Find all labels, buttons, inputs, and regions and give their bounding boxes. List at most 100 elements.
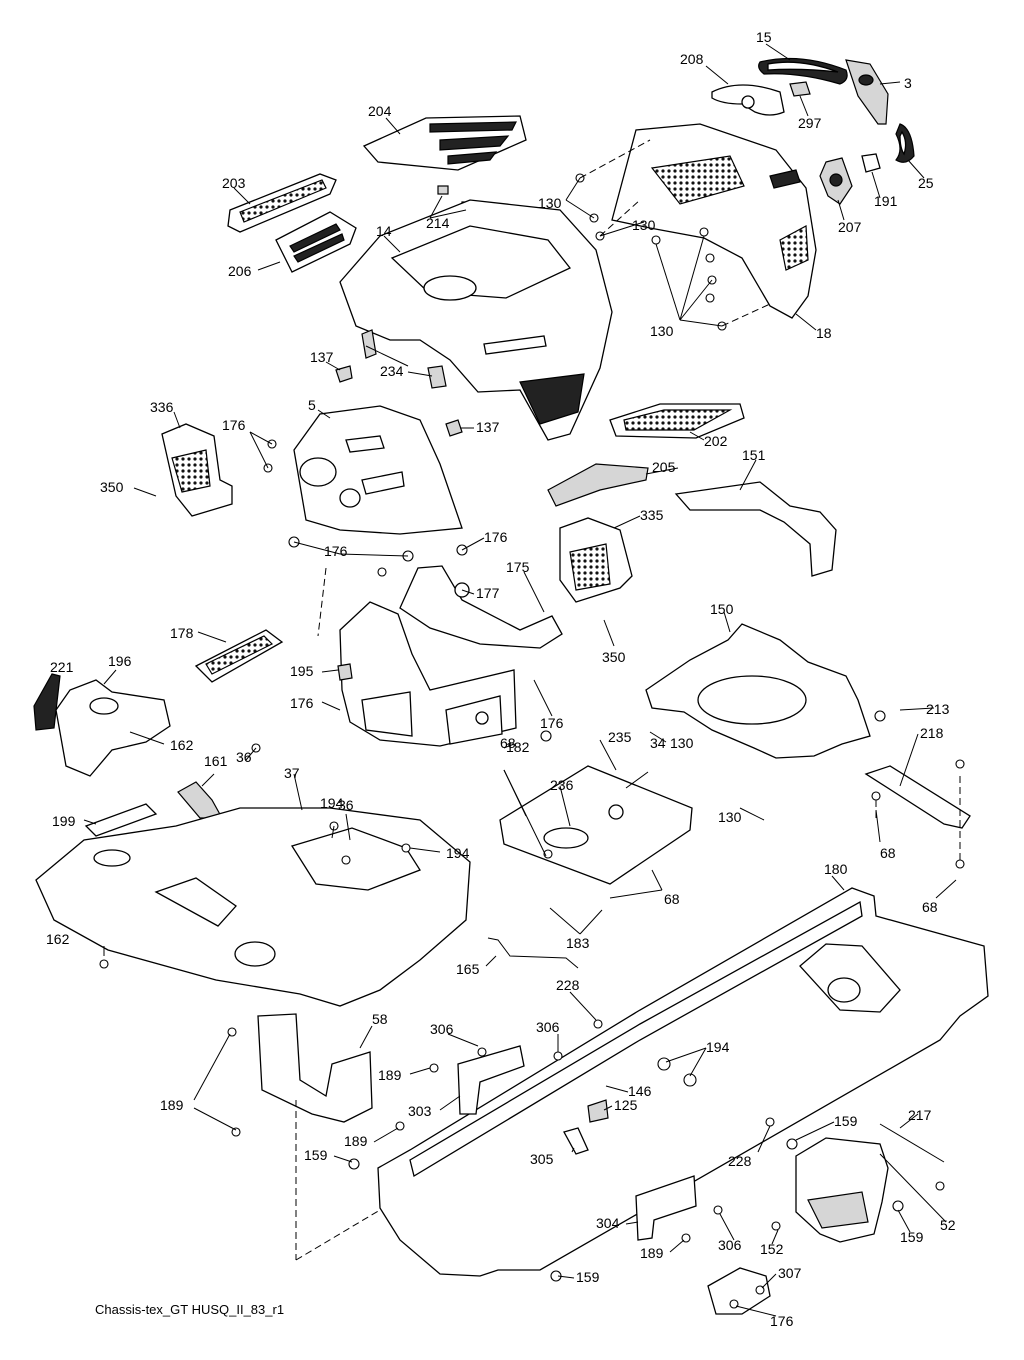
part-15-lens-inner — [767, 61, 839, 73]
callout: 159 — [834, 1113, 858, 1129]
part-204-stripe-2 — [439, 135, 510, 151]
callout: 336 — [150, 399, 174, 415]
callout: 182 — [506, 739, 530, 755]
part-178-mesh — [205, 635, 274, 675]
callout: 217 — [908, 1107, 932, 1123]
part-304-plate — [635, 1175, 697, 1241]
part-205-trim — [547, 463, 649, 507]
part-175-bracket — [399, 565, 563, 649]
callout: 214 — [426, 215, 450, 231]
callout: 130 — [650, 323, 674, 339]
part-307-cover — [707, 1267, 771, 1315]
callout: 36 — [236, 749, 252, 765]
part-191-socket — [861, 153, 881, 173]
callout: 207 — [838, 219, 862, 235]
part-180-crossmember — [799, 943, 901, 1013]
part-165-rod — [487, 937, 579, 969]
callout: 303 — [408, 1103, 432, 1119]
part-234-seal-a — [361, 329, 377, 359]
callout: 191 — [874, 193, 898, 209]
part-3-lens — [858, 74, 874, 86]
callout: 52 — [940, 1217, 956, 1233]
callout: 130 — [670, 735, 694, 751]
part-34-hole — [543, 827, 589, 849]
callout: 208 — [680, 51, 704, 67]
callout: 178 — [170, 625, 194, 641]
part-303-plate — [457, 1045, 525, 1115]
callout: 350 — [602, 649, 626, 665]
callout: 228 — [556, 977, 580, 993]
part-161-cover — [177, 781, 224, 819]
callout: 176 — [770, 1313, 794, 1329]
callout: 176 — [222, 417, 246, 433]
callout: 130 — [718, 809, 742, 825]
part-14-front-vent — [519, 373, 585, 425]
callout: 297 — [798, 115, 822, 131]
part-5-slot-a — [345, 435, 385, 453]
callout: 152 — [760, 1241, 784, 1257]
callout: 130 — [632, 217, 656, 233]
callout: 36 — [338, 797, 354, 813]
part-203-mesh — [239, 179, 327, 223]
part-234-seal-b — [427, 365, 447, 389]
callout: 68 — [500, 735, 516, 751]
part-25-cover-inner — [899, 130, 907, 156]
callout: 189 — [160, 1097, 184, 1113]
callout: 150 — [710, 601, 734, 617]
callout: 162 — [170, 737, 194, 753]
callout: 305 — [530, 1151, 554, 1167]
callout: 183 — [566, 935, 590, 951]
callout: 235 — [608, 729, 632, 745]
callout: 304 — [596, 1215, 620, 1231]
part-199-trim — [84, 803, 158, 837]
callout: 189 — [378, 1067, 402, 1083]
callout: 218 — [920, 725, 944, 741]
part-58-bracket — [257, 1013, 373, 1123]
part-214-clip-a — [437, 185, 449, 195]
callout: 176 — [484, 529, 508, 545]
part-297-clip — [789, 81, 811, 97]
part-52-recess — [807, 1191, 869, 1229]
part-37-hole-b — [93, 849, 131, 867]
part-14-slot — [483, 335, 547, 355]
part-182-knob — [475, 711, 489, 725]
callout: 37 — [284, 765, 300, 781]
callout: 176 — [290, 695, 314, 711]
callout: 161 — [204, 753, 228, 769]
callout: 213 — [926, 701, 950, 717]
callout: 205 — [652, 459, 676, 475]
callout: 165 — [456, 961, 480, 977]
callout: 68 — [880, 845, 896, 861]
callout: 137 — [310, 349, 334, 365]
callout: 3 — [904, 75, 912, 91]
callout: 194 — [446, 845, 470, 861]
callout: 25 — [918, 175, 934, 191]
callout: 68 — [664, 891, 680, 907]
part-182-panel — [445, 695, 503, 745]
callout: 350 — [100, 479, 124, 495]
part-180-rail — [409, 900, 863, 1178]
callout: 306 — [430, 1021, 454, 1037]
callout: 194 — [706, 1039, 730, 1055]
part-34-bushing — [608, 804, 624, 820]
part-196-cover — [55, 679, 171, 777]
part-137-clip-b — [445, 419, 463, 437]
callout: 180 — [824, 861, 848, 877]
callout: 199 — [52, 813, 76, 829]
callout: 204 — [368, 103, 392, 119]
part-37-fender — [35, 807, 471, 1007]
callout: 307 — [778, 1265, 802, 1281]
callout: 306 — [536, 1019, 560, 1035]
callout: 137 — [476, 419, 500, 435]
part-150-opening — [697, 675, 807, 725]
part-137-clip-a — [335, 365, 353, 383]
part-202-mesh — [623, 409, 733, 431]
callout: 335 — [640, 507, 664, 523]
part-5-dashboard — [293, 405, 463, 535]
part-196-opening — [89, 697, 119, 715]
part-221-pad — [33, 673, 61, 731]
part-18-mesh — [650, 155, 745, 205]
leaders — [83, 43, 957, 1317]
callout: 202 — [704, 433, 728, 449]
part-5-gauge — [299, 457, 337, 487]
